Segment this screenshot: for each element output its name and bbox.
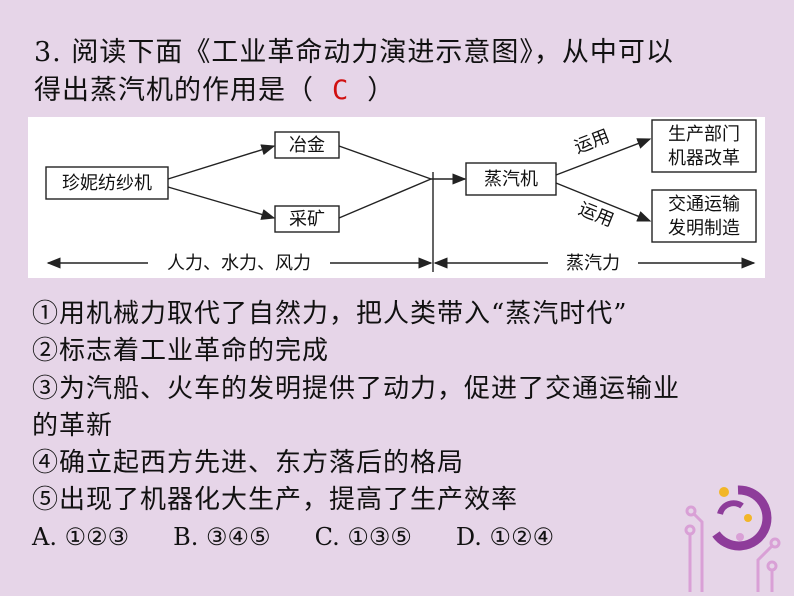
decorative-circuit-logo <box>684 485 781 592</box>
label-production-2: 机器改革 <box>668 148 740 169</box>
choice-a: A. ①②③ <box>32 523 130 551</box>
box-spinning-jenny <box>45 166 169 200</box>
label-steam-engine: 蒸汽机 <box>484 169 538 190</box>
question-line-2-text: 得出蒸汽机的作用是（ <box>34 75 314 106</box>
label-metallurgy: 冶金 <box>289 135 325 156</box>
label-mining: 采矿 <box>289 209 325 230</box>
box-production-reform <box>651 119 757 173</box>
arrow-to-transport <box>555 182 652 222</box>
arrow-to-mining <box>167 186 276 220</box>
question-line-1: 3. 阅读下面《工业革命动力演进示意图》，从中可以 <box>34 37 674 68</box>
option-2: ②标志着工业革命的完成 <box>32 336 330 366</box>
line-metallurgy-join <box>338 145 432 180</box>
answer-choices: A. ①②③ B. ③④⑤ C. ①③⑤ D. ①②④ <box>32 521 554 553</box>
box-transport-invention <box>651 189 757 243</box>
box-metallurgy <box>274 131 340 159</box>
option-4: ④确立起西方先进、东方落后的格局 <box>32 448 465 478</box>
answer-letter: C <box>332 75 350 106</box>
option-5: ⑤出现了机器化大生产，提高了生产效率 <box>32 485 519 515</box>
box-steam-engine <box>465 162 557 196</box>
choice-c: C. ①③⑤ <box>314 523 412 551</box>
label-spinning-jenny: 珍妮纺纱机 <box>62 173 152 194</box>
label-production-1: 生产部门 <box>668 124 740 145</box>
label-use-bottom: 运用 <box>575 198 616 231</box>
arrow-to-metallurgy <box>167 144 276 180</box>
option-3: ③为汽船、火车的发明提供了动力，促进了交通运输业 <box>32 374 681 404</box>
option-1: ①用机械力取代了自然力，把人类带入“蒸汽时代” <box>32 299 628 329</box>
option-3-continued: 的革新 <box>32 411 114 441</box>
label-transport-1: 交通运输 <box>668 194 740 215</box>
label-span-left: 人力、水力、风力 <box>167 253 311 274</box>
industrial-revolution-power-diagram: 珍妮纺纱机 冶金 采矿 蒸汽机 生产部门 机器改革 交通运输 发明制造 运用 运… <box>28 117 765 278</box>
arrow-to-production <box>555 138 652 176</box>
box-mining <box>274 205 340 233</box>
label-transport-2: 发明制造 <box>668 218 740 239</box>
label-span-right: 蒸汽力 <box>566 253 620 274</box>
question-line-2-close: ） <box>367 75 396 106</box>
label-use-top: 运用 <box>571 126 612 159</box>
question-line-2: 得出蒸汽机的作用是（ C ） <box>34 74 395 108</box>
choice-b: B. ③④⑤ <box>173 523 271 551</box>
choice-d: D. ①②④ <box>455 523 555 551</box>
line-mining-join <box>338 178 432 219</box>
